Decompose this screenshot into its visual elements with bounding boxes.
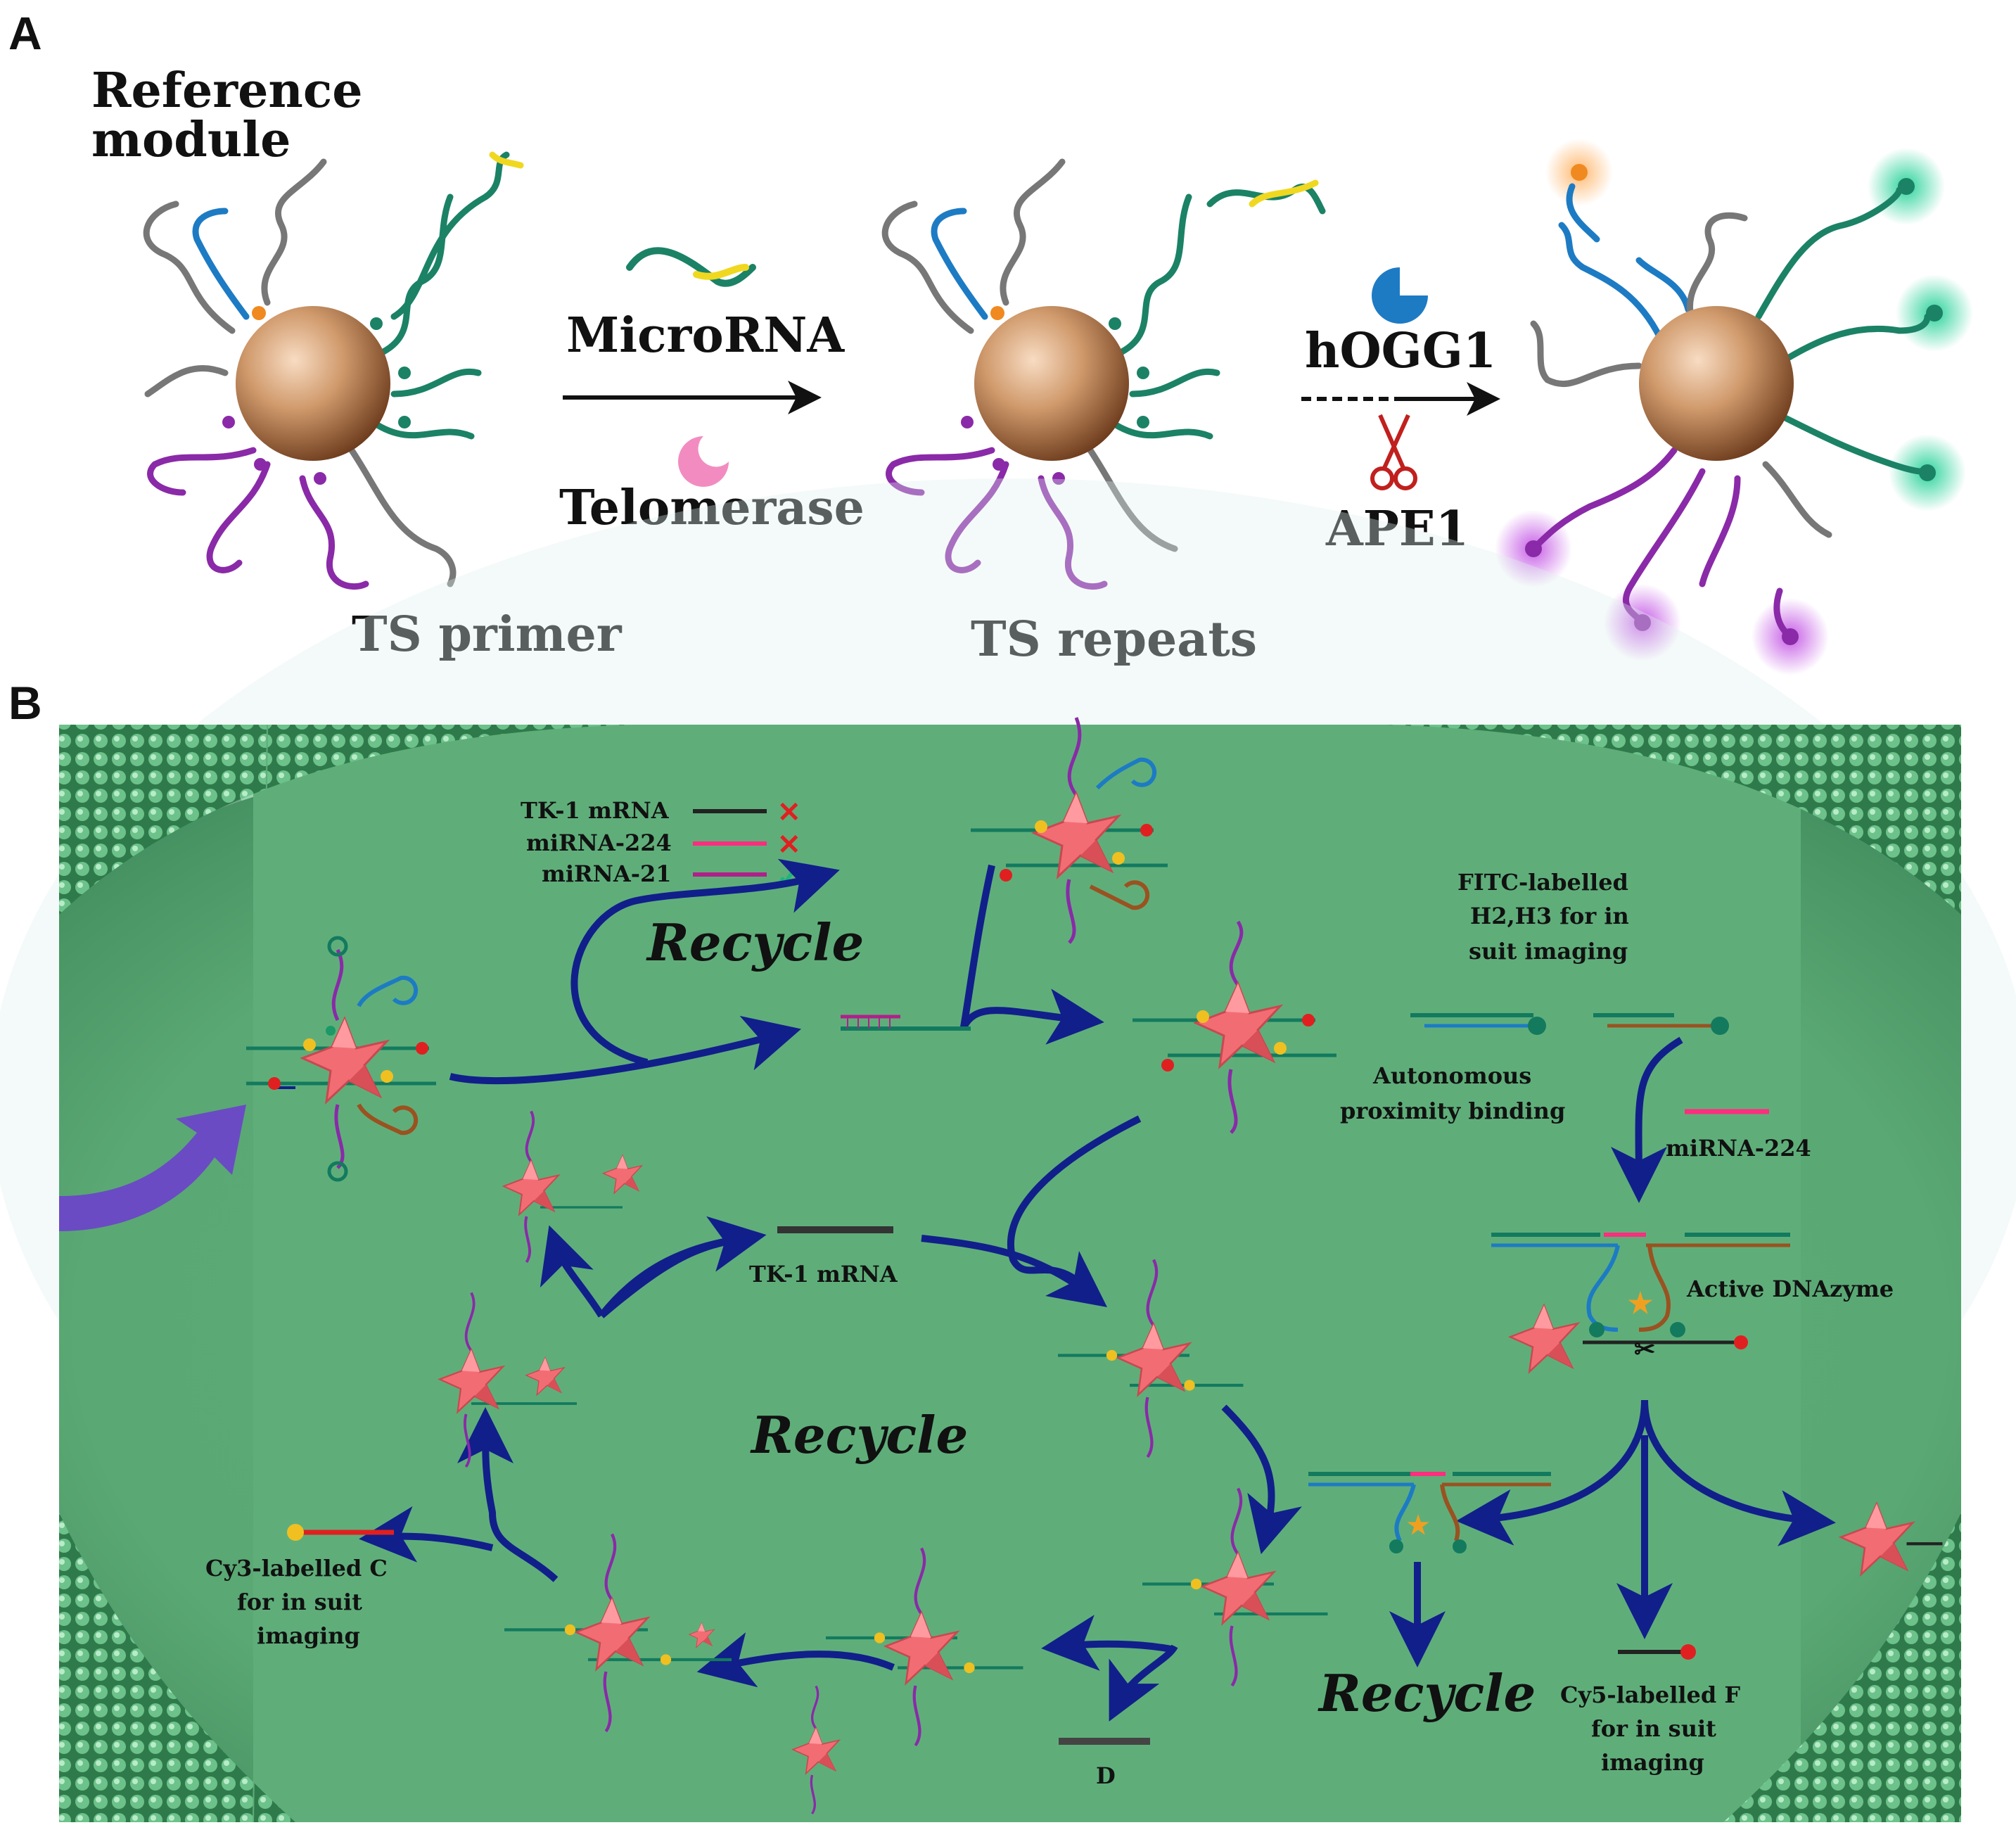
probe-top	[971, 717, 1168, 944]
reference-module-line2: module	[91, 112, 291, 168]
probe-loop-3	[825, 1547, 1023, 1747]
entry-arrow	[59, 1105, 246, 1231]
tk1-center-label: TK-1 mRNA	[749, 1261, 898, 1287]
nanoparticle-ts-repeats	[881, 158, 1326, 590]
fitc-line2: H2,H3 for in	[1470, 903, 1629, 929]
probe-loop-2	[1142, 1487, 1328, 1687]
probe-left	[246, 936, 436, 1182]
probe-loop-1	[1057, 1259, 1244, 1458]
cy5-line3: imaging	[1601, 1749, 1704, 1776]
legend-mir224: miRNA-224	[526, 829, 672, 856]
cy3-line2: for in suit	[237, 1589, 362, 1615]
recycle-center-label: Recycle	[750, 1405, 968, 1465]
autonomous-line2: proximity binding	[1340, 1098, 1565, 1124]
dnazyme-products: ★ Recycle Cy5-labelled F for in suit ima…	[1308, 1399, 1943, 1776]
top-recycle: Recycle	[449, 858, 1104, 1085]
cy5-line1: Cy5-labelled F	[1560, 1681, 1740, 1708]
check-icon: ✓	[776, 858, 803, 896]
star-probe	[1839, 1503, 1943, 1575]
recycle-right-label: Recycle	[1318, 1663, 1536, 1723]
probe-loop-5	[504, 1533, 732, 1733]
hogg1-label: hOGG1	[1305, 323, 1496, 379]
duplex-strand	[841, 1015, 971, 1031]
reference-module-line1: Reference	[91, 63, 363, 119]
panel-b: B TK-1 mRNA ✕ miRNA-224 ✕ miRNA-21 ✓	[0, 478, 2016, 1823]
probe-loop-4	[792, 1685, 840, 1814]
fitc-line1: FITC-labelled	[1457, 869, 1628, 896]
fitc-section: FITC-labelled H2,H3 for in suit imaging …	[1340, 869, 1811, 1203]
panel-b-letter: B	[8, 677, 42, 729]
microrna-label: MicroRNA	[566, 307, 845, 364]
panel-a: A Reference module	[8, 7, 1973, 675]
nanoparticle-cleaved	[1495, 139, 1973, 675]
fitc-line3: suit imaging	[1469, 938, 1628, 965]
telomerase-label: Telomerase	[559, 480, 865, 536]
active-dnazyme-complex: ★ ✂ Active DNAzyme	[1491, 1233, 1894, 1373]
legend-mir21: miRNA-21	[542, 860, 672, 887]
autonomous-line1: Autonomous	[1372, 1062, 1531, 1089]
mirna224-label: miRNA-224	[1666, 1135, 1811, 1162]
scissors-icon: ✂	[1634, 1335, 1655, 1364]
probe-loop-6	[438, 1292, 577, 1468]
target-legend: TK-1 mRNA ✕ miRNA-224 ✕ miRNA-21 ✓	[521, 796, 803, 896]
cy3-line3: imaging	[257, 1622, 360, 1649]
telomerase-icon	[678, 436, 729, 487]
ts-primer-label: TS primer	[352, 606, 623, 663]
scissors-icon	[1370, 414, 1417, 490]
probe-loop-7	[503, 1110, 642, 1264]
cy3-line1: Cy3-labelled C	[205, 1555, 388, 1582]
legend-tk1: TK-1 mRNA	[521, 797, 670, 824]
active-dnazyme-label: Active DNAzyme	[1686, 1276, 1894, 1302]
star-icon: ★	[1407, 1511, 1429, 1540]
central-recycle-loop: TK-1 mRNA D Recycle Cy3-labelled C for i…	[205, 1115, 1302, 1789]
d-label: D	[1096, 1762, 1116, 1789]
microrna-telomerase-arrow: MicroRNA Telomerase	[559, 247, 865, 536]
star-icon: ★	[1628, 1287, 1653, 1320]
hogg1-icon	[1372, 267, 1428, 324]
hogg1-ape1-arrow: hOGG1 APE1	[1301, 267, 1500, 557]
probe-right	[1133, 920, 1336, 1134]
cross-icon: ✕	[777, 828, 801, 861]
nanoparticle-ts-primer	[143, 151, 524, 590]
cross-icon: ✕	[777, 796, 801, 829]
recycle-top-label: Recycle	[646, 913, 864, 972]
ape1-label: APE1	[1325, 501, 1469, 557]
panel-a-letter: A	[8, 7, 42, 59]
ts-repeats-label: TS repeats	[971, 611, 1257, 668]
cy5-line2: for in suit	[1591, 1715, 1716, 1742]
